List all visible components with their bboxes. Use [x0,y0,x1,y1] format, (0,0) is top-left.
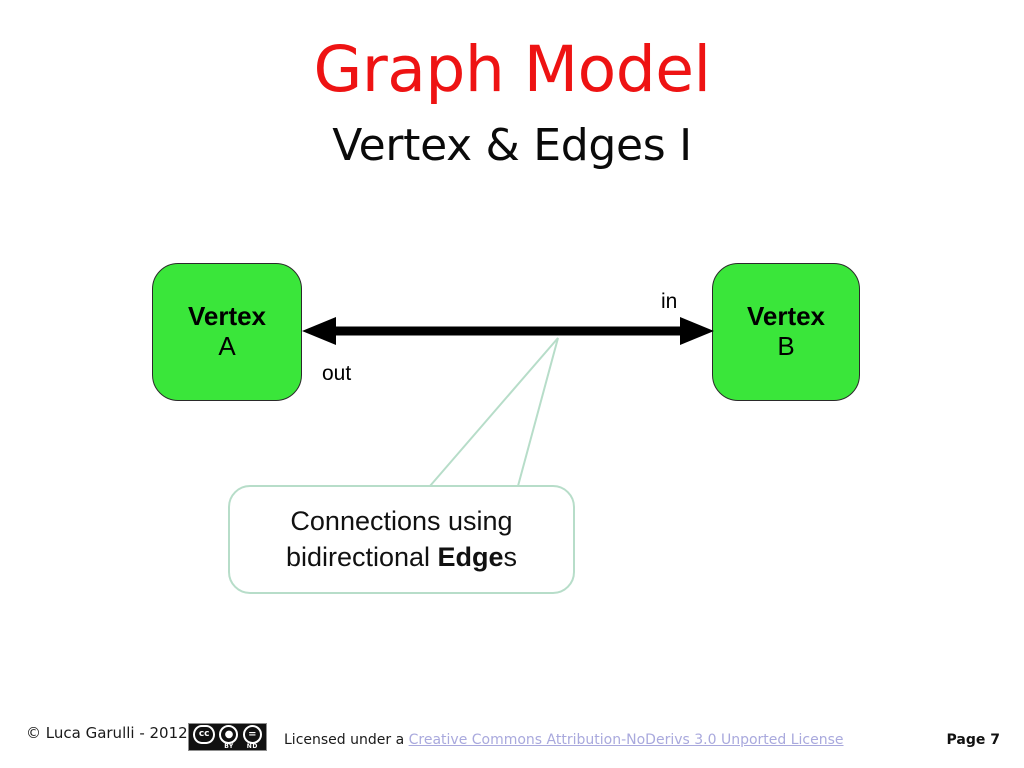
footer-copyright: © Luca Garulli - 2012 [26,724,188,742]
page-title: Graph Model [313,33,711,106]
cc-logo-text: cc [198,729,210,739]
equals-icon: = [242,724,262,744]
footer-license-prefix: Licensed under a [284,732,409,748]
callout-box: Connections using bidirectional Edges [228,485,575,594]
page-subtitle: Vertex & Edges I [332,120,692,171]
footer-bar: © Luca Garulli - 2012 [0,710,1024,768]
vertex-node-a[interactable]: Vertex A [152,263,302,401]
vertex-a-name: Vertex [187,301,267,332]
cc-by-icon: ● BY [219,724,239,750]
callout-line-2: bidirectional Edges [286,540,517,576]
footer-license: Licensed under a Creative Commons Attrib… [284,732,844,748]
callout-line-2-bold: Edge [437,541,504,572]
callout-line-2-suffix: s [503,541,518,572]
edge-label-out: out [322,362,352,385]
edge-label-in: in [661,290,678,313]
cc-logo-icon: cc . [193,724,216,750]
cc-by-tag: BY [224,742,234,750]
vertex-b-id: B [777,331,795,361]
cc-circle-icon: cc [193,724,216,744]
person-icon: ● [219,724,239,744]
creative-commons-badge-icon[interactable]: cc . ● BY = ND [188,723,267,751]
vertex-b-name: Vertex [746,301,826,332]
bidirectional-edge-arrow [302,317,714,345]
cc-nd-tag: ND [246,742,258,750]
callout-line-2-prefix: bidirectional [285,541,438,572]
callout-tail [429,337,559,487]
callout-line-1: Connections using [290,505,513,536]
license-link[interactable]: Creative Commons Attribution-NoDerivs 3.… [408,732,844,748]
page-number: Page 7 [946,732,1000,748]
vertex-node-b[interactable]: Vertex B [712,263,860,401]
cc-nd-icon: = ND [242,724,262,750]
vertex-a-id: A [218,331,236,361]
